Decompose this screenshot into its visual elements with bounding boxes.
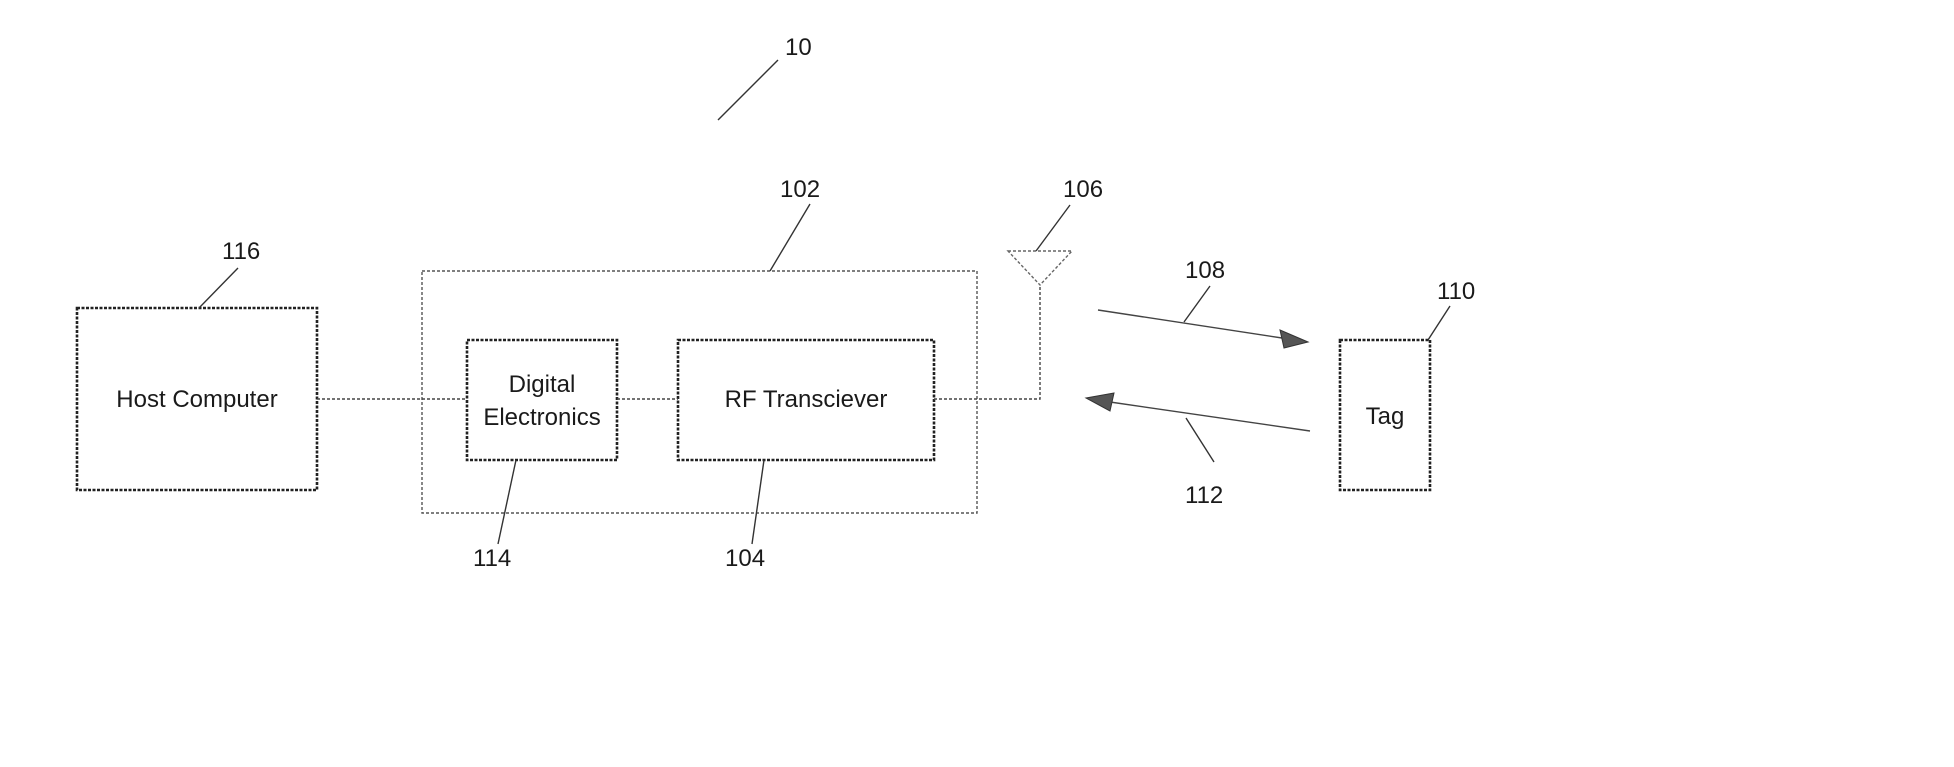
ref-114-leader	[498, 460, 516, 544]
digital-electronics-label-line1: Digital	[509, 371, 576, 398]
return-signal-arrowhead	[1086, 393, 1114, 411]
ref-112-leader	[1186, 418, 1214, 462]
ref-106-label: 106	[1063, 176, 1103, 203]
ref-110-label: 110	[1437, 278, 1475, 305]
ref-114-label: 114	[473, 545, 511, 572]
ref-108-leader	[1184, 286, 1210, 322]
antenna-icon	[1008, 251, 1072, 285]
ref-116-label: 116	[222, 238, 260, 265]
ref-110-leader	[1428, 306, 1450, 340]
rf-to-antenna-connection	[934, 285, 1040, 399]
digital-electronics-box	[467, 340, 617, 460]
reader-enclosure	[422, 271, 977, 513]
rf-transceiver-label: RF Transciever	[725, 386, 888, 413]
ref-108-label: 108	[1185, 257, 1225, 284]
ref-104-label: 104	[725, 545, 765, 572]
ref-106-leader	[1036, 205, 1070, 251]
ref-10-leader	[718, 60, 778, 120]
ref-102-label: 102	[780, 176, 820, 203]
ref-116-leader	[199, 268, 238, 308]
ref-102-leader	[770, 204, 810, 271]
forward-signal-arrowhead	[1280, 330, 1308, 348]
tag-label: Tag	[1366, 403, 1405, 430]
return-signal-line	[1110, 402, 1310, 431]
ref-112-label: 112	[1185, 482, 1223, 509]
ref-10-label: 10	[785, 34, 812, 61]
ref-104-leader	[752, 460, 764, 544]
host-computer-label: Host Computer	[116, 386, 277, 413]
digital-electronics-label-line2: Electronics	[483, 404, 600, 431]
